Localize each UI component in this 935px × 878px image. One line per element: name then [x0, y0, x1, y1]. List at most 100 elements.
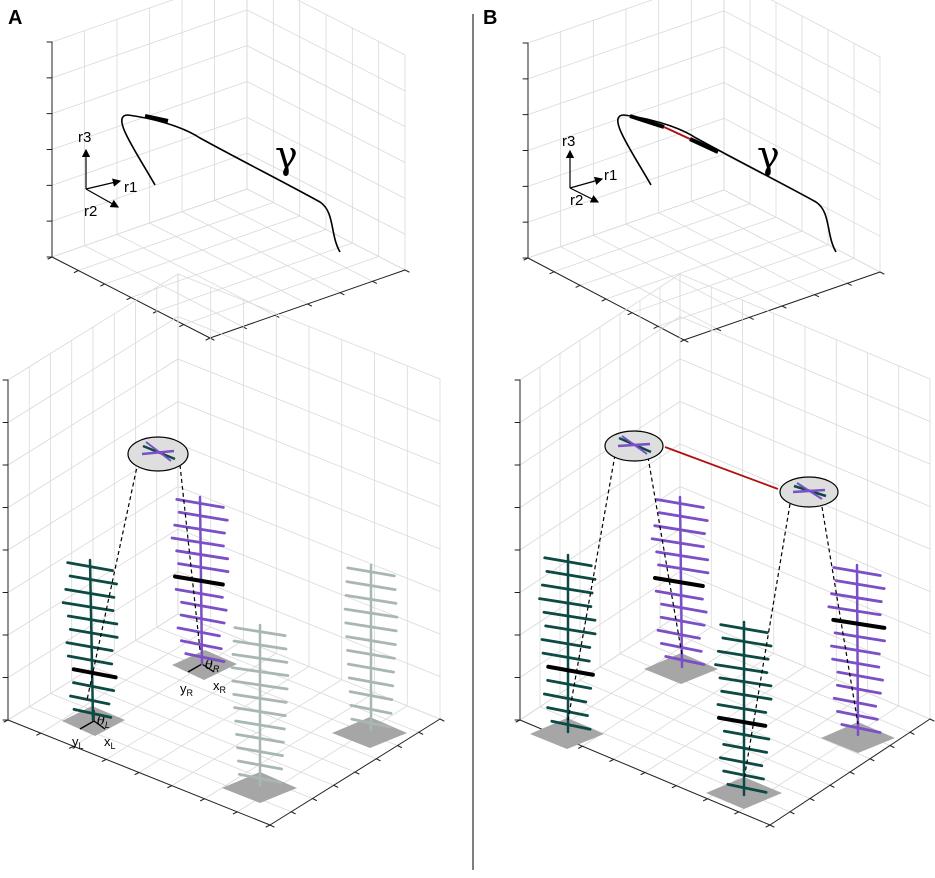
leg-crossbar — [346, 566, 396, 578]
axis-label-r2-a: r2 — [84, 203, 97, 220]
leg-crossbar — [61, 601, 115, 613]
curve-gamma-b-thick2 — [689, 137, 719, 154]
leg-crossbar — [174, 587, 224, 599]
pad-right-b — [644, 653, 718, 684]
leg-crossbar — [344, 621, 398, 633]
tick — [734, 811, 740, 815]
leg-crossbar — [655, 550, 710, 562]
leg-crossbar-highlight — [717, 715, 768, 728]
grid-line — [104, 215, 301, 285]
leg-crossbar — [722, 729, 771, 741]
leg-crossbar — [173, 523, 226, 535]
leg-crossbar — [836, 670, 884, 682]
grid-line — [7, 273, 179, 381]
tick — [578, 745, 583, 749]
top-3d-axes-b — [522, 0, 885, 343]
leg-crossbar — [722, 769, 765, 781]
tick — [671, 785, 677, 789]
leg-crossbar-highlight — [652, 576, 705, 588]
leg-crossbar — [345, 635, 397, 647]
leg-crossbar-highlight — [71, 667, 118, 680]
leg-crossbar — [177, 510, 229, 522]
node-b1 — [604, 430, 664, 462]
leg-spine — [88, 558, 95, 722]
x-r-label: xR — [213, 678, 227, 695]
grid-line — [77, 202, 274, 271]
leg-crossbar — [836, 709, 879, 721]
grid-line — [113, 653, 377, 760]
leg-crossbar — [66, 614, 119, 626]
leg-crossbar — [233, 706, 287, 718]
bottom-3d-axes-b — [514, 273, 935, 828]
grid-line — [51, 9, 248, 79]
axis-label-r1-a: r1 — [124, 179, 137, 196]
tick — [375, 758, 381, 762]
tick — [354, 771, 360, 775]
tick — [36, 732, 42, 736]
leg-crossbar — [170, 536, 225, 548]
tick — [100, 283, 106, 287]
leg-crossbar — [348, 690, 394, 702]
tick — [889, 745, 895, 748]
leg-crossbar — [544, 624, 597, 636]
tick — [126, 297, 132, 300]
leg-crossbar — [542, 692, 588, 704]
tick — [372, 280, 377, 284]
panel-letter-a: A — [8, 7, 22, 29]
tick — [609, 758, 615, 762]
leg-crossbar — [657, 511, 709, 523]
theta-l-label: θL — [97, 714, 110, 730]
leg-crossbar — [541, 651, 591, 663]
tick — [73, 270, 79, 273]
leg-crossbar — [655, 498, 705, 509]
leg-crossbar — [231, 679, 289, 691]
tick — [549, 271, 555, 275]
axis-label-r1-b: r1 — [604, 167, 617, 184]
tick — [640, 772, 646, 775]
grid-line — [519, 401, 681, 508]
grid-line — [613, 652, 775, 760]
tick — [929, 718, 935, 722]
dashed-links — [86, 454, 859, 781]
axis-label-r2-b: r2 — [570, 192, 583, 209]
grid-line — [40, 626, 212, 734]
leg-crossbar — [343, 607, 399, 619]
grid-line — [690, 200, 848, 284]
leg-crossbar — [175, 549, 230, 561]
leg-crossbar — [545, 570, 597, 581]
grid-line — [177, 358, 441, 465]
tick — [846, 282, 852, 286]
tick — [849, 771, 855, 775]
leg-crossbar — [659, 615, 706, 627]
pad-left-b — [530, 718, 604, 749]
tick — [909, 731, 915, 735]
axes-triad-a: r3 r1 r2 — [78, 129, 137, 220]
grid-line — [177, 443, 441, 550]
leg-crossbar — [722, 743, 769, 754]
leg-crossbar — [344, 593, 398, 605]
leg-crossbar-highlight — [172, 574, 225, 587]
leg-crossbar — [718, 756, 764, 768]
tick — [789, 811, 795, 815]
grid-line — [519, 358, 681, 466]
leg-crossbar — [72, 707, 113, 719]
pad-ghost-a1 — [222, 772, 297, 803]
gamma-label-a: γ — [275, 133, 298, 177]
curve-gamma-a — [121, 114, 341, 253]
y-r-label: yR — [180, 681, 194, 698]
tick — [397, 745, 402, 748]
theta-r-label: θR — [205, 658, 220, 674]
x-l-label: xL — [104, 734, 116, 751]
leg-crossbar — [840, 723, 882, 734]
tick — [809, 798, 815, 801]
leg-crossbar — [834, 579, 886, 591]
leg-crossbar — [657, 563, 710, 575]
leg-crossbar — [349, 703, 393, 715]
leg-crossbar — [346, 648, 396, 660]
grid-line — [582, 639, 743, 747]
leg-crossbar — [714, 663, 769, 674]
tick — [879, 271, 885, 275]
leg-crossbar — [180, 600, 228, 612]
grid-line — [92, 666, 356, 773]
